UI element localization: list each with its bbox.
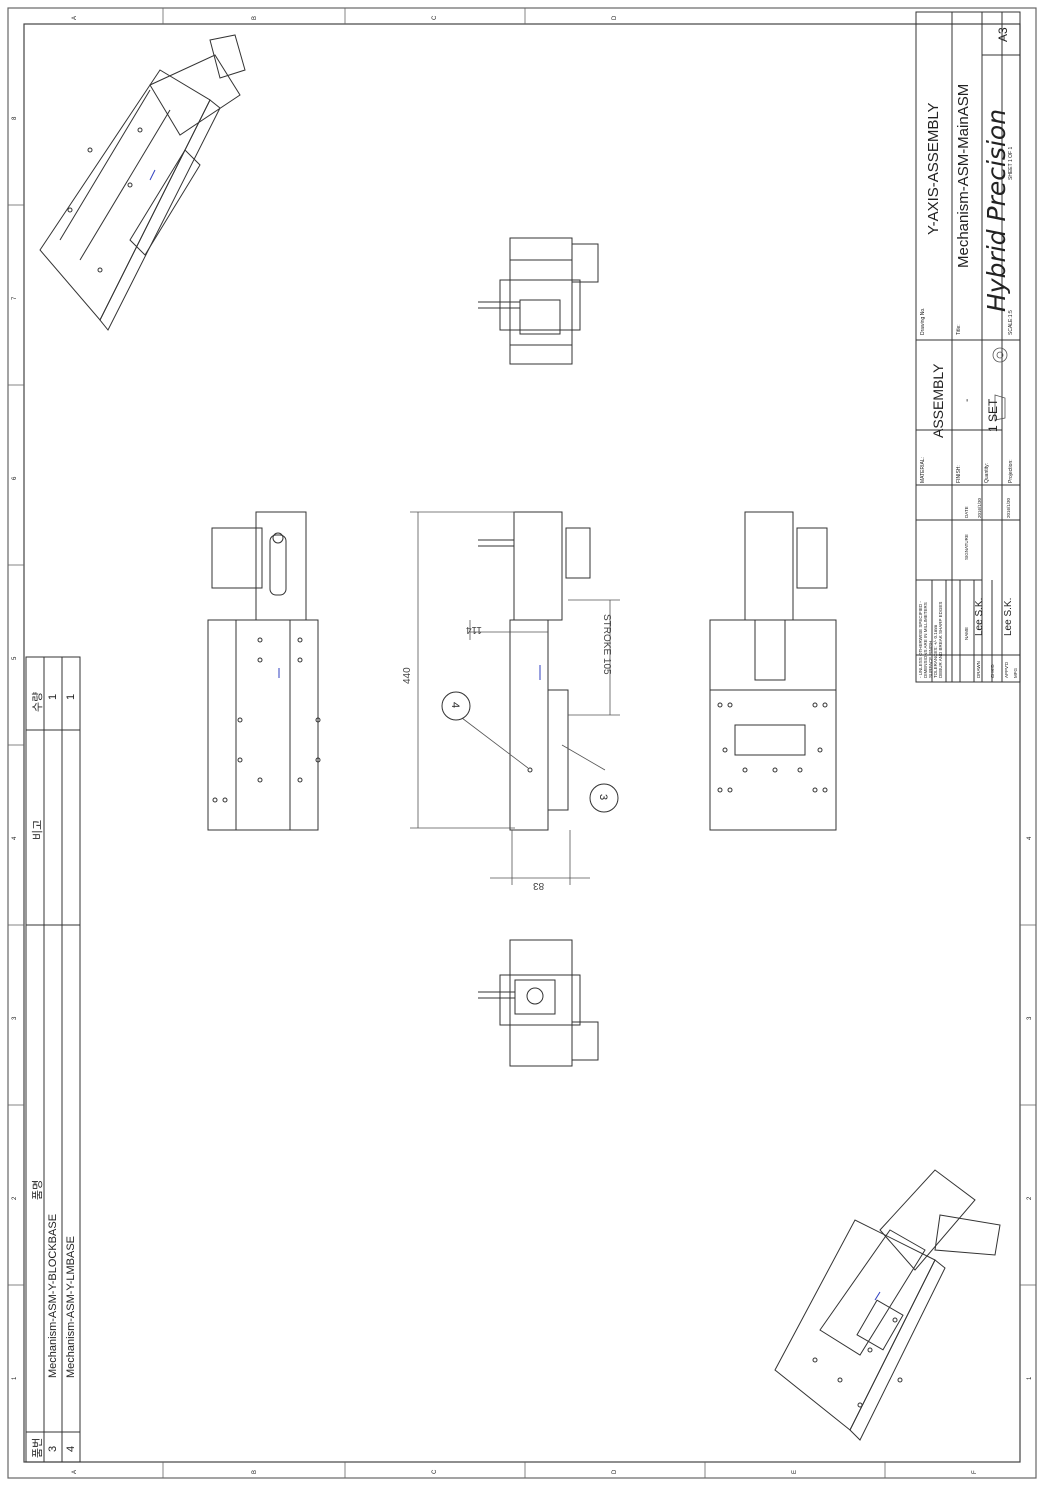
zone-left-7: 7 bbox=[12, 296, 18, 300]
zone-top-1: A bbox=[72, 15, 78, 20]
sheet-size: A3 bbox=[996, 27, 1010, 42]
dimension-lines bbox=[410, 511, 620, 885]
outer-border bbox=[7, 7, 1037, 1479]
finish-value: - bbox=[962, 398, 973, 402]
bom-row-name: Mechanism-ASM-Y-BLOCKBASE bbox=[47, 1213, 59, 1378]
scale-label: SCALE:1:5 bbox=[1008, 310, 1014, 335]
apprvd-date: 2016/1/30 bbox=[1006, 497, 1011, 518]
balloon-4 bbox=[441, 691, 471, 721]
zone-top-2: B bbox=[252, 15, 258, 20]
zone-left-1: 1 bbox=[12, 1376, 18, 1380]
zone-left-6: 6 bbox=[12, 476, 18, 480]
col-date-header: DATE bbox=[964, 506, 969, 518]
zone-left-2: 2 bbox=[12, 1196, 18, 1200]
drawing-title: Mechanism-ASM-MainASM bbox=[955, 83, 972, 268]
bom-row-qty: 1 bbox=[65, 693, 77, 700]
company-logo: Hybrid Precision bbox=[982, 108, 1011, 312]
zone-right-4: 4 bbox=[1027, 836, 1033, 840]
zone-bottom-1: A bbox=[72, 1469, 78, 1474]
title-label: Title: bbox=[956, 324, 962, 335]
drawing-no: Y-AXIS-ASSEMBLY bbox=[925, 102, 942, 235]
zone-left-8: 8 bbox=[12, 116, 18, 120]
zone-top-4: D bbox=[612, 15, 618, 20]
end-view-top bbox=[478, 237, 599, 365]
plan-view-left bbox=[207, 511, 321, 831]
zone-right-1: 1 bbox=[1027, 1376, 1033, 1380]
zone-bottom-6: F bbox=[972, 1470, 978, 1474]
zone-bottom-4: D bbox=[612, 1469, 618, 1474]
zone-left-4: 4 bbox=[12, 836, 18, 840]
col-name-header: NAME bbox=[964, 626, 969, 640]
bom-row-name: Mechanism-ASM-Y-LMBASE bbox=[65, 1235, 77, 1378]
drawn-date: 2016/1/30 bbox=[977, 497, 982, 518]
side-view-center bbox=[478, 511, 591, 831]
material-value: ASSEMBLY bbox=[930, 363, 946, 438]
row-mfg: MFG bbox=[1013, 668, 1018, 678]
material-label: MATERIAL: bbox=[920, 456, 926, 483]
drawing-no-label: Drawing No. bbox=[920, 307, 926, 335]
projection-symbol-icon bbox=[992, 347, 1008, 421]
zone-left-3: 3 bbox=[12, 1016, 18, 1020]
zone-top-3: C bbox=[432, 15, 438, 20]
col-signature-header: SIGNATURE bbox=[964, 534, 969, 560]
sheet-label: SHEET 1 OF 1 bbox=[1008, 146, 1014, 180]
projection-label: Projection: bbox=[1008, 459, 1014, 483]
zone-left-5: 5 bbox=[12, 656, 18, 660]
quantity-label: Quantity: bbox=[984, 462, 990, 483]
bom-header-qty: 수량 bbox=[32, 691, 44, 712]
row-chkd: CHK'D bbox=[990, 664, 995, 678]
zone-right-3: 3 bbox=[1027, 1016, 1033, 1020]
dimension-stroke: STROKE 105 bbox=[601, 614, 612, 675]
zone-bottom-2: B bbox=[252, 1469, 258, 1474]
bom-table bbox=[25, 656, 81, 1463]
zone-bottom-5: E bbox=[792, 1469, 798, 1474]
dimension-overall-length: 440 bbox=[402, 667, 413, 684]
bom-row-item: 4 bbox=[65, 1445, 77, 1452]
bom-header-name: 품명 bbox=[32, 1179, 44, 1200]
end-view-bottom bbox=[478, 939, 599, 1067]
bom-header-remark: 비고 bbox=[32, 819, 44, 840]
balloon-3 bbox=[589, 783, 619, 813]
balloon-4-label: 4 bbox=[449, 701, 462, 709]
zone-ticks bbox=[8, 8, 1036, 1478]
drawn-name: Lee S.K. bbox=[974, 597, 985, 636]
row-drawn: DRAWN bbox=[976, 661, 981, 678]
zone-bottom-3: C bbox=[432, 1469, 438, 1474]
dimension-offset: 114 bbox=[466, 624, 482, 635]
bom-row-item: 3 bbox=[47, 1445, 59, 1452]
title-block bbox=[915, 11, 1021, 683]
plan-view-right bbox=[709, 511, 837, 831]
bom-header-item: 품번 bbox=[32, 1437, 44, 1458]
quantity-value: 1 SET bbox=[986, 398, 1000, 432]
zone-right-2: 2 bbox=[1027, 1196, 1033, 1200]
row-apprvd: APPV'D bbox=[1004, 661, 1009, 678]
isometric-view-bottom bbox=[774, 1169, 1001, 1441]
finish-label: FINISH: bbox=[956, 465, 962, 483]
inner-border bbox=[23, 23, 1021, 1463]
general-notes: - UNLESS OTHERWISE SPECIFIED - DIMENSION… bbox=[918, 601, 943, 678]
bom-row-qty: 1 bbox=[47, 693, 59, 700]
apprvd-name: Lee S.K. bbox=[1003, 597, 1014, 636]
balloon-3-label: 3 bbox=[597, 793, 610, 801]
isometric-view-top bbox=[39, 34, 246, 331]
dimension-width: 83 bbox=[533, 880, 545, 891]
